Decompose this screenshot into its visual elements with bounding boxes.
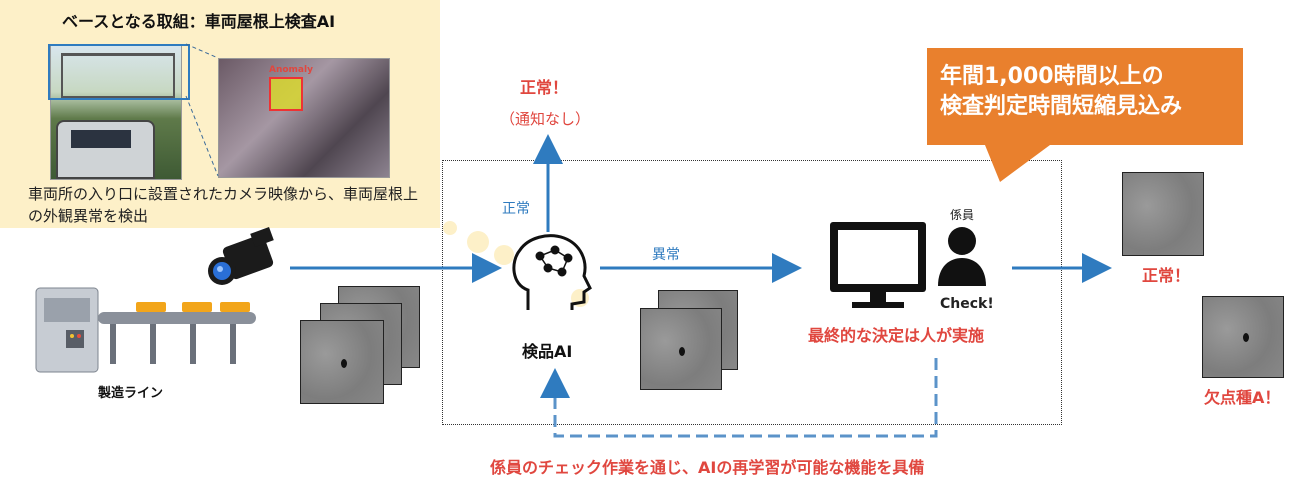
result-tile-defect	[1202, 296, 1284, 378]
highlight-line1: 年間1,000時間以上の	[940, 64, 1164, 89]
highlight-box	[927, 48, 1243, 145]
person-icon	[938, 227, 986, 286]
anomaly-box	[269, 77, 303, 111]
bubble-1	[443, 221, 457, 235]
train-window	[71, 130, 131, 148]
result-tile-ok	[1122, 172, 1204, 256]
train-body	[56, 120, 155, 179]
image-tile-stack2-front	[640, 308, 722, 390]
inspector-role: 係員	[950, 208, 975, 222]
image-tile-stack1-front	[300, 320, 384, 404]
anomaly-label: Anomaly	[269, 65, 313, 75]
leader-line-bottom	[185, 95, 219, 177]
process-box	[442, 160, 1062, 425]
normal-result-sub: （通知なし）	[500, 110, 591, 128]
anomaly-photo: Anomaly	[218, 58, 390, 178]
leader-line-top	[185, 43, 219, 59]
callout-description: 車両所の入り口に設置されたカメラ映像から、車両屋根上の外観異常を検出	[28, 185, 419, 225]
feedback-label: 係員のチェック作業を通じ、AIの再学習が可能な機能を具備	[490, 458, 925, 477]
production-line-icon	[35, 287, 256, 373]
gantry	[61, 53, 175, 98]
result-ok-label: 正常！	[1142, 266, 1191, 285]
ai-label: 検品AI	[522, 342, 573, 361]
normal-arrow-label: 正常	[502, 201, 530, 217]
result-defect-label: 欠点種A！	[1204, 388, 1281, 407]
bubble-3	[494, 245, 514, 265]
callout-title: ベースとなる取組：車両屋根上検査AI	[62, 12, 336, 31]
defect-dot	[1243, 333, 1249, 342]
train-photo	[50, 44, 182, 180]
monitor-icon	[830, 222, 926, 308]
highlight-line2: 検査判定時間短縮見込み	[940, 94, 1183, 119]
check-label: Check!	[940, 296, 994, 312]
roof-highlight-box	[48, 44, 190, 100]
decision-label: 最終的な決定は人が実施	[808, 326, 985, 345]
feedback-loop	[540, 358, 938, 438]
line-label: 製造ライン	[98, 386, 164, 401]
highlight-text: 年間1,000時間以上の 検査判定時間短縮見込み	[940, 62, 1182, 122]
abnormal-arrow-label: 異常	[652, 247, 680, 263]
bubble-2	[467, 231, 489, 253]
brain-head-icon	[512, 234, 592, 310]
defect-dot	[341, 359, 347, 368]
defect-dot	[679, 347, 685, 356]
camera-icon	[208, 227, 274, 285]
highlight-tail	[985, 145, 1050, 182]
normal-result-title: 正常！	[520, 78, 569, 97]
